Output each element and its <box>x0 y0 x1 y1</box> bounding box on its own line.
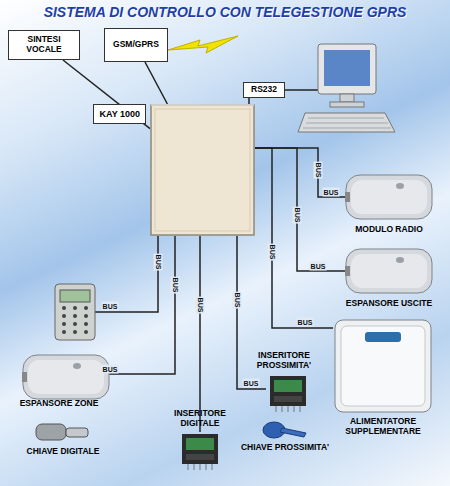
bus-label: BUS <box>102 365 119 374</box>
device-node: ESPANSORE ZONE <box>22 352 96 396</box>
device-caption: MODULO RADIO <box>339 225 439 235</box>
bus-label: BUS <box>243 379 260 388</box>
panel-drawing <box>150 104 255 236</box>
box-label: SINTESI VOCALE <box>11 35 77 55</box>
keyboard <box>298 113 395 132</box>
device-drawing <box>345 246 433 296</box>
device-caption: ESPANSORE ZONE <box>9 399 109 409</box>
bus-label: BUS <box>102 302 119 311</box>
keypad-buttons <box>62 306 88 334</box>
inserter-node: INSERITORE PROSSIMITA' <box>266 374 302 404</box>
keypad-display <box>60 290 90 302</box>
keyd-node: CHIAVE DIGITALE <box>34 418 92 444</box>
device-drawing <box>345 172 433 222</box>
bus-label: BUS <box>293 207 302 224</box>
monitor <box>318 44 376 94</box>
device-drawing <box>22 352 96 396</box>
panel-node: KAY 1000 <box>150 104 255 236</box>
keyd-drawing <box>34 418 92 444</box>
radio-bolt <box>168 36 238 53</box>
bus-label: BUS <box>196 297 205 314</box>
bus-label: BUS <box>171 277 180 294</box>
box-label: RS232 <box>251 85 277 95</box>
bus-label: BUS <box>310 262 327 271</box>
keyp-node: CHIAVE PROSSIMITA' <box>262 420 308 440</box>
bus-label: BUS <box>268 244 277 261</box>
device-caption: KAY 1000 <box>93 104 146 124</box>
keyp-drawing <box>262 420 308 440</box>
device-caption: INSERITORE DIGITALE <box>165 409 235 429</box>
bus-label: BUS <box>323 188 340 197</box>
device-caption: ESPANSORE USCITE <box>339 299 439 309</box>
inserter-drawing <box>266 374 302 404</box>
monitor-base <box>330 102 364 107</box>
inserter-node: INSERITORE DIGITALE <box>178 432 222 472</box>
label-box: SINTESI VOCALE <box>8 30 80 60</box>
bus-connector <box>248 98 250 104</box>
bus-label: BUS <box>154 254 163 271</box>
inserter-drawing <box>178 432 222 472</box>
device-caption: CHIAVE DIGITALE <box>13 447 113 457</box>
device-caption: ALIMENTATORE SUPPLEMENTARE <box>333 417 433 437</box>
bus-label: BUS <box>297 318 314 327</box>
bus-connector <box>96 236 175 374</box>
device-caption: INSERITORE PROSSIMITA' <box>244 351 324 371</box>
box-label: GSM/GPRS <box>113 40 159 50</box>
serial-wire <box>285 89 318 91</box>
bus-connector <box>199 236 201 432</box>
monitor-screen <box>324 50 370 86</box>
bus-connector <box>255 148 345 197</box>
label-box: RS232 <box>243 82 285 98</box>
monitor-stand <box>340 94 354 102</box>
keypad <box>55 284 95 340</box>
bus-connector <box>255 148 333 328</box>
label-box: GSM/GPRS <box>104 28 168 62</box>
bus-connector <box>63 60 150 129</box>
device-caption: CHIAVE PROSSIMITA' <box>235 443 335 453</box>
bus-connector <box>255 148 345 271</box>
bus-label: BUS <box>233 292 242 309</box>
supply-node: ALIMENTATORE SUPPLEMENTARE <box>333 318 433 414</box>
bus-connector <box>145 62 167 104</box>
device-node: ESPANSORE USCITE <box>345 246 433 296</box>
keyboard-keys <box>303 118 391 128</box>
bus-label: BUS <box>314 162 323 179</box>
keypad-bus-wire <box>95 236 158 312</box>
device-node: MODULO RADIO <box>345 172 433 222</box>
supply-drawing <box>333 318 433 414</box>
diagram-title: SISTEMA DI CONTROLLO CON TELEGESTIONE GP… <box>0 4 450 20</box>
